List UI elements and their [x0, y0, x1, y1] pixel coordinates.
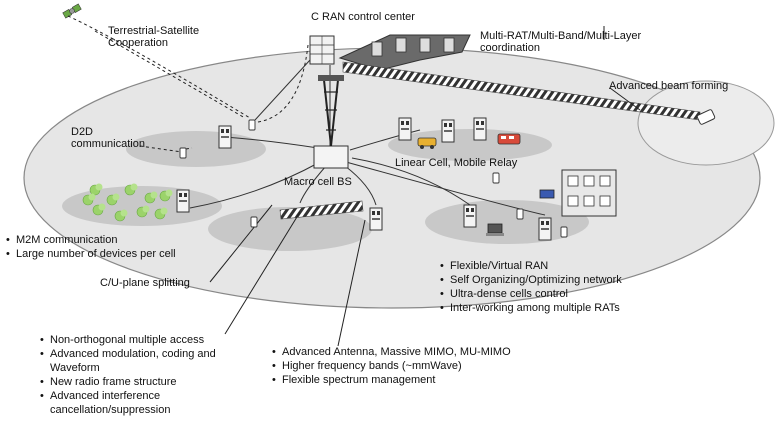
satellite-icon	[62, 3, 82, 19]
server-icon	[309, 35, 335, 65]
laptop-icon	[486, 223, 504, 236]
d2d-label: D2D communication	[71, 126, 145, 150]
pointer-lines	[209, 26, 641, 347]
list-item: New radio frame structure	[40, 375, 255, 389]
multi-rat-label: Multi-RAT/Multi-Band/Multi-Layer coordin…	[480, 30, 642, 54]
d2d-cell	[126, 131, 266, 167]
building-icon	[561, 169, 617, 217]
list-item: Ultra-dense cells control	[440, 287, 622, 301]
cran-center-label: C RAN control center	[311, 11, 415, 23]
antenna-list: Advanced Antenna, Massive MIMO, MU-MIMO …	[272, 345, 511, 387]
list-item: Higher frequency bands (~mmWave)	[272, 359, 511, 373]
linear-cell-label: Linear Cell, Mobile Relay	[395, 157, 518, 169]
printer-icon	[539, 189, 555, 199]
list-item: Advanced Antenna, Massive MIMO, MU-MIMO	[272, 345, 511, 359]
m2m-list: M2M communication Large number of device…	[6, 233, 176, 261]
macro-cell-label: Macro cell BS	[284, 176, 352, 188]
beam-forming-label: Advanced beam forming	[609, 80, 729, 92]
relay-link	[279, 200, 364, 220]
tower-icon	[313, 75, 349, 169]
car-icon	[417, 137, 437, 149]
list-item: M2M communication	[6, 233, 176, 247]
list-item: Inter-working among multiple RATs	[440, 301, 622, 315]
cu-plane-label: C/U-plane splitting	[100, 277, 190, 289]
list-item: Large number of devices per cell	[6, 247, 176, 261]
list-item: Non-orthogonal multiple access	[40, 333, 255, 347]
list-item: Self Organizing/Optimizing network	[440, 273, 622, 287]
connection-lines	[189, 59, 546, 216]
list-item: Flexible/Virtual RAN	[440, 259, 622, 273]
list-item: Advanced interference cancellation/suppr…	[40, 389, 200, 417]
phone-icon	[179, 109, 716, 238]
list-item: Advanced modulation, coding and Waveform	[40, 347, 255, 375]
list-item: Flexible spectrum management	[272, 373, 511, 387]
train-icon	[497, 133, 521, 145]
access-list: Non-orthogonal multiple access Advanced …	[40, 333, 255, 417]
terrestrial-satellite-label: Terrestrial-Satellite Cooperation	[108, 25, 200, 49]
ran-list: Flexible/Virtual RAN Self Organizing/Opt…	[440, 259, 622, 315]
